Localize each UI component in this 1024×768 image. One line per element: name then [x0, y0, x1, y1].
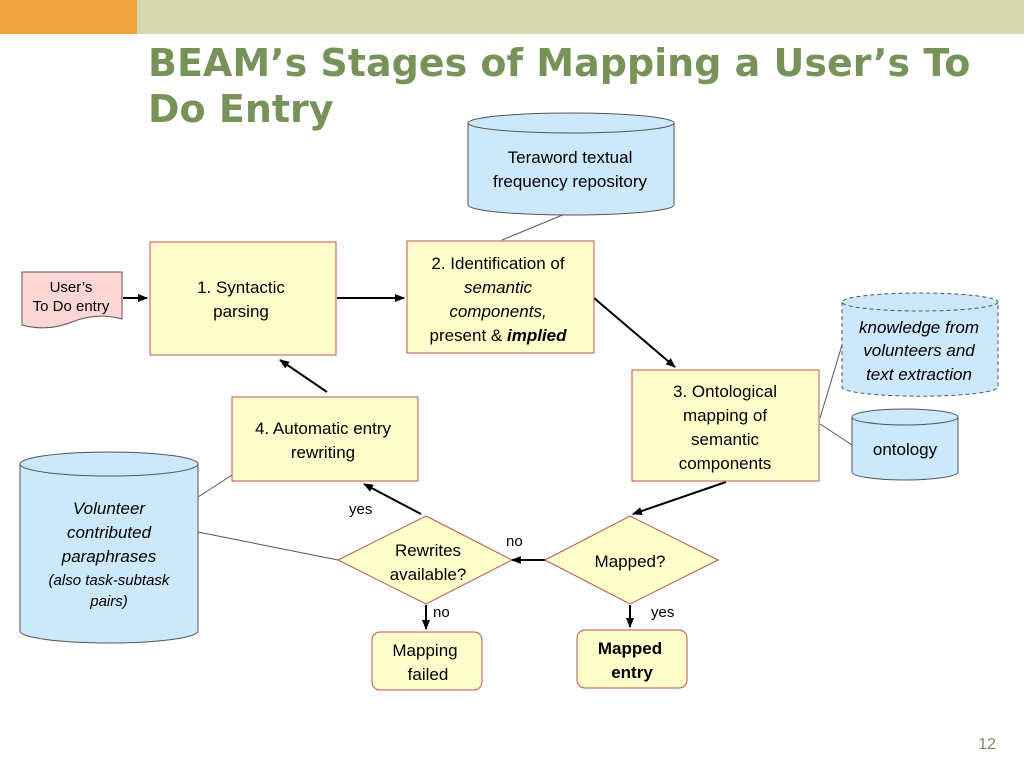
mapped-entry-label-line2: entry — [611, 663, 653, 682]
rewrites-available-decision: Rewrites available? — [336, 515, 514, 605]
step4-label-line1: 4. Automatic entry — [255, 419, 392, 438]
step1-label-line2: parsing — [213, 302, 269, 321]
step1-label-line1: 1. Syntactic — [197, 278, 285, 297]
connector-volunteer-rewrites — [197, 531, 339, 561]
connector-ontology — [819, 423, 853, 446]
arrow-step4-to-step1 — [279, 359, 328, 393]
volunteer-label-line4: (also task-subtask — [49, 572, 171, 589]
accent-bar-khaki — [137, 0, 1024, 34]
ontology-node: ontology — [851, 408, 959, 481]
teraword-repository-node: Teraword textual frequency repository — [467, 112, 675, 216]
connector-knowledge — [819, 344, 843, 419]
page-number: 12 — [978, 736, 996, 753]
user-todo-entry-node: User’s To Do entry — [21, 271, 123, 329]
step2-implied-text: implied — [507, 326, 567, 345]
step3-label-line4: components — [679, 454, 772, 473]
step1-syntactic-parsing-node: 1. Syntactic parsing — [149, 241, 337, 356]
step2-label-line3: components, — [449, 302, 546, 321]
mapped-entry-label-line1: Mapped — [598, 639, 662, 658]
volunteer-paraphrases-node: Volunteer contributed paraphrases (also … — [19, 451, 199, 644]
step2-label-line1: 2. Identification of — [431, 254, 565, 273]
arrow-rewrites-to-step4 — [363, 483, 422, 515]
failed-label-line1: Mapping — [392, 641, 457, 660]
mapped-entry-node: Mapped entry — [576, 629, 688, 689]
arrow-step3-to-mapped — [632, 481, 727, 515]
step4-label-line2: rewriting — [291, 443, 355, 462]
teraword-label-line1: Teraword textual — [508, 148, 633, 167]
edge-label-no-rewrite: no — [433, 604, 450, 621]
step3-ontological-mapping-node: 3. Ontological mapping of semantic compo… — [631, 369, 820, 482]
step4-automatic-rewriting-node: 4. Automatic entry rewriting — [231, 396, 419, 482]
step2-label-line4: present & implied — [429, 326, 567, 345]
edge-label-yes-mapped: yes — [651, 604, 674, 621]
edge-label-no-mapped: no — [506, 533, 523, 550]
step3-label-line1: 3. Ontological — [673, 382, 777, 401]
knowledge-label-line3: text extraction — [866, 365, 972, 384]
rewrites-label-line2: available? — [390, 565, 467, 584]
connector-volunteer-step4 — [197, 474, 233, 498]
step3-label-line3: semantic — [691, 430, 760, 449]
volunteer-label-line3: paraphrases — [61, 547, 157, 566]
failed-label-line2: failed — [408, 665, 449, 684]
knowledge-label-line1: knowledge from — [859, 318, 979, 337]
step3-label-line2: mapping of — [683, 406, 767, 425]
volunteer-label-line5: pairs) — [89, 593, 128, 610]
rewrites-label-line1: Rewrites — [395, 541, 461, 560]
mapped-question-label: Mapped? — [595, 552, 666, 571]
knowledge-label-line2: volunteers and — [863, 341, 975, 360]
mapped-decision: Mapped? — [543, 515, 720, 605]
mapping-failed-node: Mapping failed — [371, 631, 483, 691]
slide-title: BEAM’s Stages of Mapping a User’s To Do … — [148, 41, 971, 131]
accent-bar-orange — [0, 0, 137, 34]
step2-label-line2: semantic — [464, 278, 533, 297]
teraword-label-line2: frequency repository — [493, 172, 648, 191]
edge-label-yes-rewrite: yes — [349, 501, 372, 518]
knowledge-volunteers-node: knowledge from volunteers and text extra… — [841, 292, 999, 397]
user-entry-label-line2: To Do entry — [33, 298, 110, 315]
ontology-label: ontology — [873, 440, 938, 459]
connector-teraword — [501, 213, 566, 241]
user-entry-label-line1: User’s — [50, 279, 93, 296]
volunteer-label-line1: Volunteer — [73, 499, 146, 518]
step2-identification-node: 2. Identification of semantic components… — [406, 240, 595, 354]
arrow-step2-to-step3 — [593, 297, 676, 368]
step2-present-text: present & — [429, 326, 507, 345]
volunteer-label-line2: contributed — [67, 523, 152, 542]
